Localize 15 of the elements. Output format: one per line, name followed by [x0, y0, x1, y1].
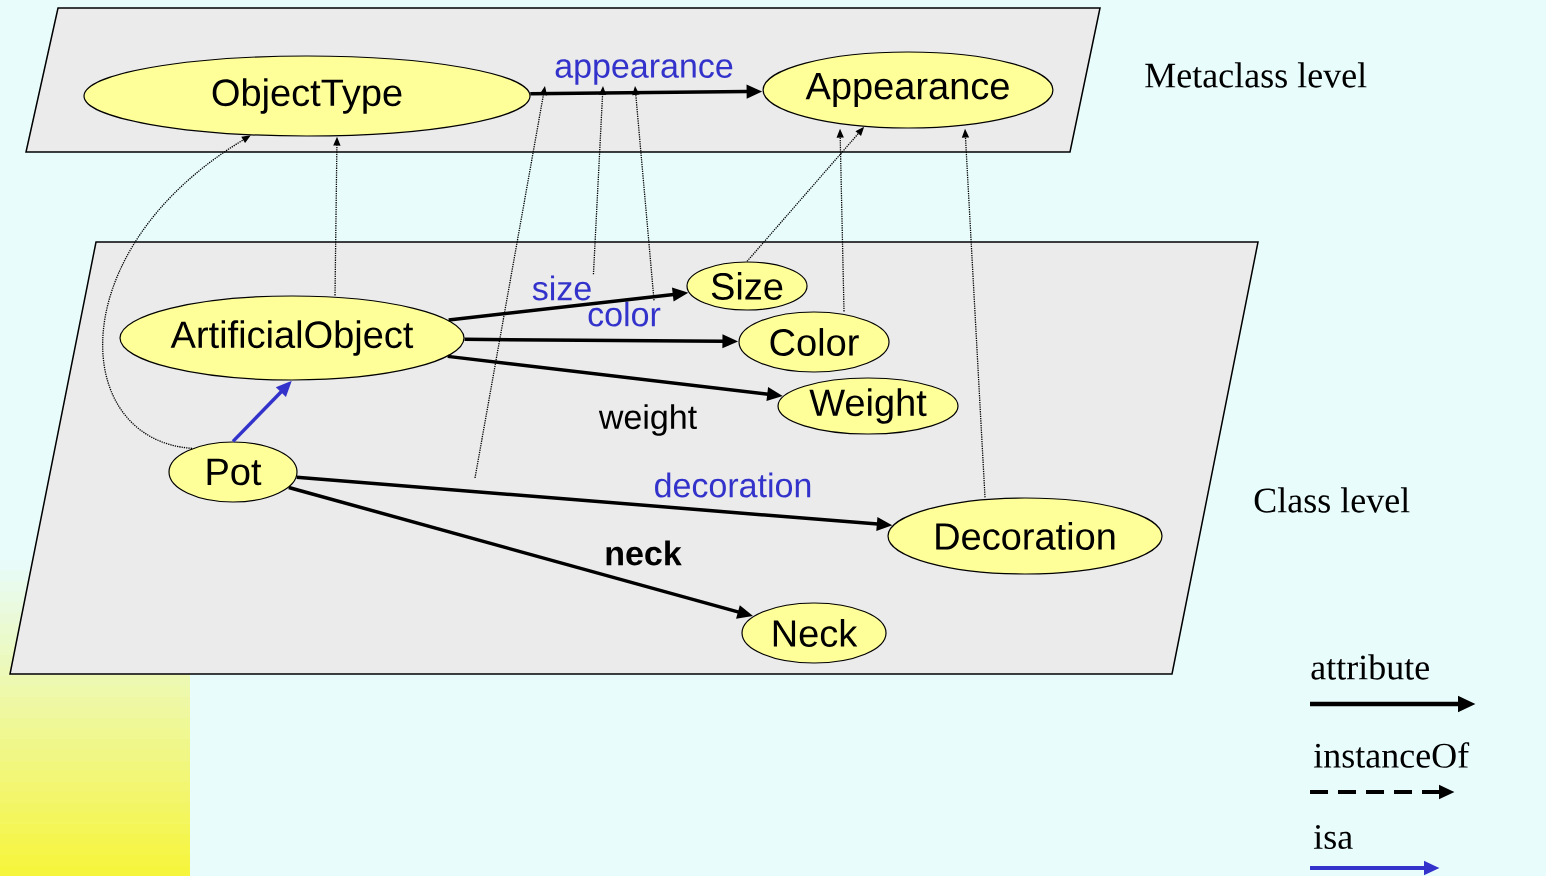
ellipse-node: Size: [686, 261, 808, 311]
ellipse-node: ArtificialObject: [119, 295, 465, 381]
ellipse-node: Pot: [168, 441, 298, 503]
ellipse-node: Decoration: [887, 497, 1163, 575]
ellipse-node: Weight: [777, 377, 959, 435]
ellipse-node: ObjectType: [83, 55, 531, 137]
edge-label: decoration: [652, 471, 814, 499]
ellipse-node: Appearance: [762, 51, 1054, 129]
ellipse-node: Neck: [741, 602, 887, 664]
node-label: Class level: [1254, 487, 1410, 513]
ellipse-node: Color: [738, 311, 890, 373]
edge-label: weight: [597, 403, 699, 437]
node-label: Metaclass level: [1145, 62, 1367, 88]
attribute-label: appearance: [553, 58, 735, 86]
edge-label: neck: [603, 539, 683, 567]
